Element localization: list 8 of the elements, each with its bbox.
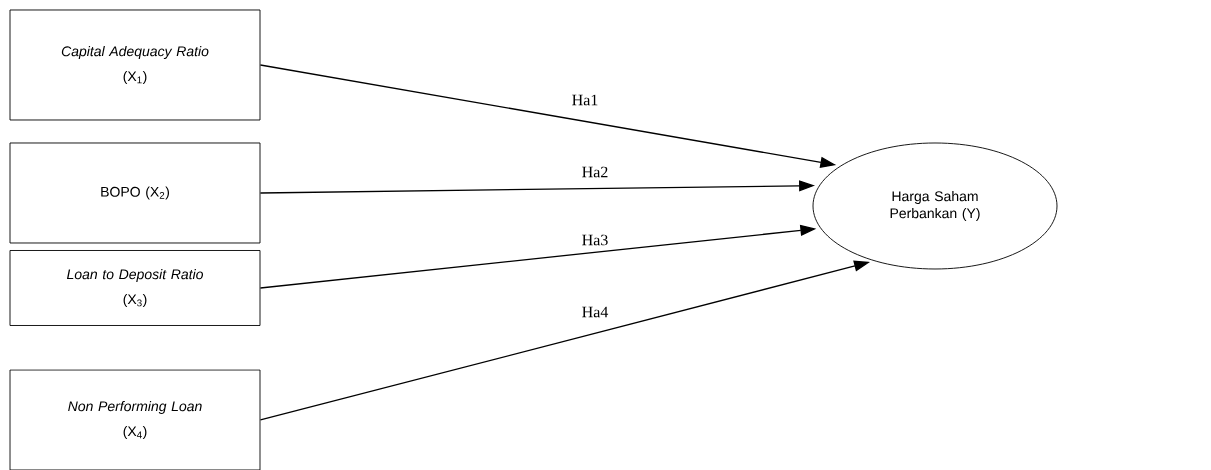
process-box: BOPO (X$_{2}$) [9,142,261,244]
edge-label: Ha4 [580,305,610,319]
process-box: Capital Adequacy Ratio (X$_{1}$) [9,9,261,121]
edge-label: Ha3 [580,233,610,247]
process-box: Non Performing Loan (X$_{4}$) [9,369,261,470]
process-box: Loan to Deposit Ratio (X$_{3}$) [9,250,261,326]
edge-label: Ha1 [570,93,600,107]
edge-label: Ha2 [580,165,610,179]
